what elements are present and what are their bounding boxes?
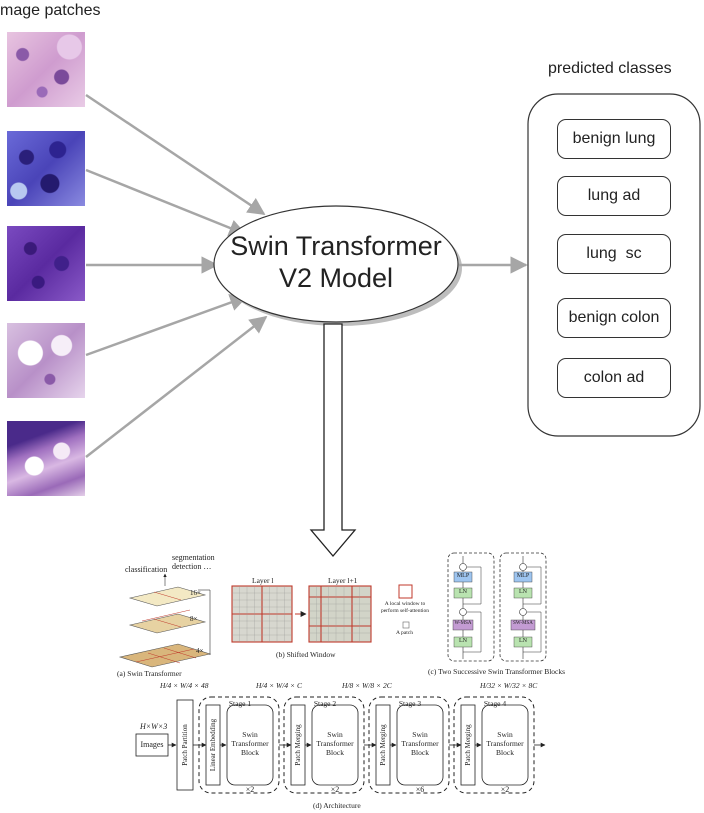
c-wmsa: W-MSA (454, 621, 472, 626)
a-detection-label: detection … (172, 562, 212, 571)
panel-d (135, 696, 546, 794)
a-caption: (a) Swin Transformer (117, 669, 182, 678)
c-mlp-2: MLP (516, 573, 530, 579)
ln-block-2a (513, 587, 533, 599)
c-ln-2a: LN (519, 589, 527, 595)
b-caption: (b) Shifted Window (276, 650, 336, 659)
d-patch-partition-label: Patch Partition (181, 724, 189, 766)
stage-2-block (311, 704, 359, 786)
c-ln-1b: LN (459, 638, 467, 644)
class-box-benign-colon: benign colon (557, 298, 671, 338)
c-swmsa: SW-MSA (513, 621, 533, 626)
input-label: mage patches (0, 2, 101, 19)
d-stage-1-name: Stage 1 (228, 699, 252, 708)
mlp-block-1 (453, 571, 473, 583)
image-patch-4 (7, 323, 85, 398)
output-label: predicted classes (548, 60, 672, 77)
d-stage-4-repeat: ×2 (500, 785, 510, 794)
d-block-label-4: Swin Transformer Block (486, 730, 524, 757)
stage-2-frame (283, 696, 365, 794)
ln-block-1b (453, 636, 473, 648)
panel-a (118, 573, 212, 668)
d-patch-merging-label-2: Patch Merging (294, 724, 302, 766)
layer-l1-image (308, 585, 372, 643)
pyramid-layer-4x (118, 643, 212, 668)
arrow-patch-2 (85, 168, 247, 237)
d-block-label-3: Swin Transformer Block (401, 730, 439, 757)
ln-block-1a (453, 587, 473, 599)
b-legend-patch-text: A patch (396, 630, 413, 636)
a-scale-4x: 4× (196, 647, 204, 655)
swmsa-block (510, 619, 536, 631)
class-box-colon-ad: colon ad (557, 358, 671, 398)
d-block-label-2: Swin Transformer Block (316, 730, 354, 757)
d-patch-merging-label-3: Patch Merging (379, 724, 387, 766)
wmsa-block (452, 619, 474, 631)
d-dims-3: H/8 × W/8 × 2C (342, 681, 392, 690)
d-stage-1-repeat: ×2 (245, 785, 255, 794)
image-patch-3 (7, 226, 85, 301)
d-input-dims: H×W×3 (140, 722, 168, 731)
class-box-lung-sc: lung sc (557, 234, 671, 274)
d-dims-4: H/32 × W/32 × 8C (480, 681, 538, 690)
d-stage-2-repeat: ×2 (330, 785, 340, 794)
ln-block-2b (513, 636, 533, 648)
image-patch-5 (7, 421, 85, 496)
a-classification-label: classification (125, 565, 168, 574)
image-patch-2 (7, 131, 85, 206)
d-images-label: Images (140, 740, 164, 749)
c-ln-1a: LN (459, 589, 467, 595)
d-patch-merging-label-4: Patch Merging (464, 724, 472, 766)
pyramid-layer-8x (128, 609, 207, 634)
b-layer-l-label: Layer l (252, 576, 274, 585)
model-label-line2: V2 Model (278, 263, 394, 293)
d-linear-embedding-label: Linear Embedding (209, 718, 217, 772)
c-ln-2b: LN (519, 638, 527, 644)
a-segmentation-label: segmentation (172, 553, 215, 562)
pyramid-layer-16x (128, 586, 207, 607)
b-layer-l1-label: Layer l+1 (328, 576, 358, 585)
stage-1-block (226, 704, 274, 786)
arrow-patch-5 (85, 315, 268, 458)
d-stage-3-repeat: ×6 (415, 785, 425, 794)
d-dims-2: H/4 × W/4 × C (256, 681, 302, 690)
d-block-label-1: Swin Transformer Block (231, 730, 269, 757)
arrow-patch-4 (85, 294, 248, 357)
panel-b (231, 584, 413, 643)
stage-4-block (481, 704, 529, 786)
c-caption: (c) Two Successive Swin Transformer Bloc… (428, 667, 566, 676)
arrow-patch-1 (85, 93, 266, 216)
d-caption: (d) Architecture (313, 801, 361, 810)
a-scale-16x: 16× (190, 589, 201, 597)
image-patch-1 (7, 32, 85, 107)
a-scale-8x: 8× (190, 615, 198, 623)
class-box-lung-ad: lung ad (557, 176, 671, 216)
model-label: Swin Transformer V2 Model (214, 230, 458, 294)
legend-patch-swatch (402, 621, 410, 629)
class-box-benign-lung: benign lung (557, 119, 671, 159)
legend-window-swatch (398, 584, 413, 599)
stage-1-frame (198, 696, 280, 794)
d-stage-4-name: Stage 4 (483, 699, 507, 708)
d-dims-1: H/4 × W/4 × 48 (160, 681, 209, 690)
stage-3-frame (368, 696, 450, 794)
stage-4-frame (453, 696, 535, 794)
c-mlp-1: MLP (456, 573, 470, 579)
b-legend-window-text: A local window to perform self-attention (380, 601, 430, 614)
model-label-line1: Swin Transformer (230, 231, 442, 261)
d-stage-3-name: Stage 3 (398, 699, 422, 708)
down-arrow (309, 323, 357, 558)
stage-3-block (396, 704, 444, 786)
d-stage-2-name: Stage 2 (313, 699, 337, 708)
model-ellipse (213, 205, 459, 323)
mlp-block-2 (513, 571, 533, 583)
panel-c (447, 552, 547, 662)
